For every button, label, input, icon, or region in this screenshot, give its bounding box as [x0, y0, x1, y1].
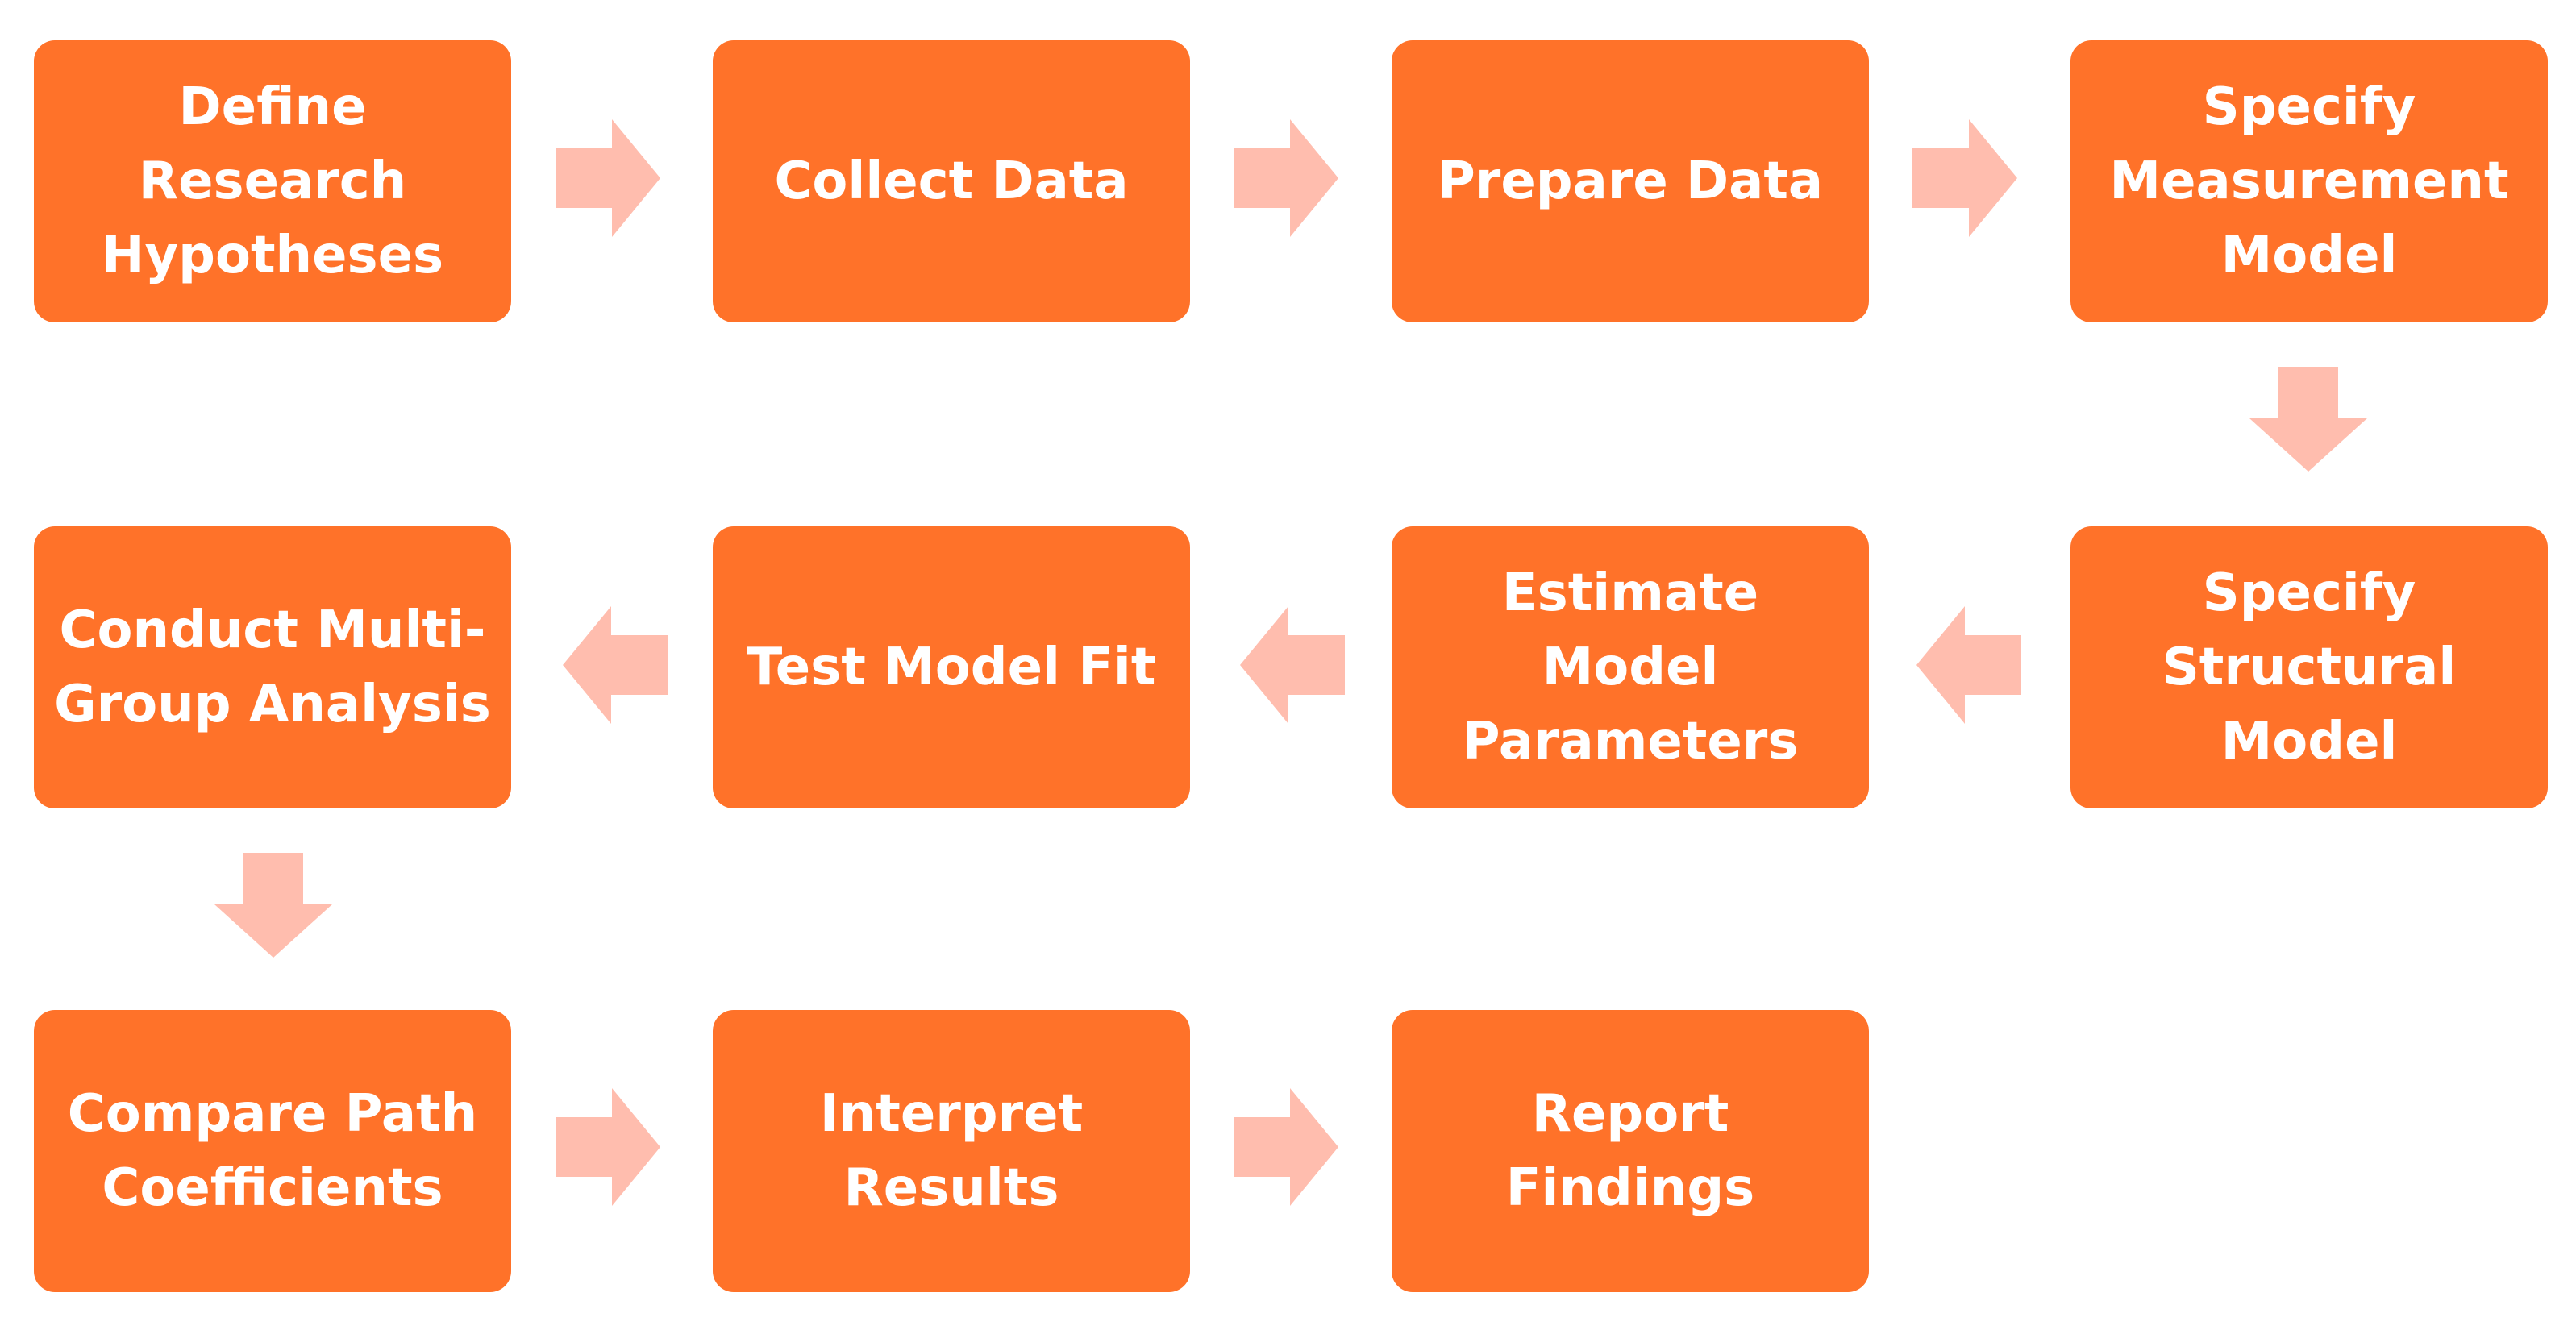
step-conduct-multi-group-analysis: Conduct Multi- Group Analysis — [34, 526, 511, 808]
step-prepare-data: Prepare Data — [1392, 40, 1869, 322]
arrow-multigroup-to-compare-icon — [214, 853, 332, 958]
step-test-model-fit: Test Model Fit — [713, 526, 1190, 808]
arrow-shape — [556, 119, 660, 237]
arrow-structural-to-estimate-icon — [1916, 606, 2021, 724]
step-collect-data: Collect Data — [713, 40, 1190, 322]
arrow-fit-to-multigroup-icon — [563, 606, 668, 724]
step-estimate-model-parameters: Estimate Model Parameters — [1392, 526, 1869, 808]
arrow-shape — [1912, 119, 2017, 237]
arrow-prepare-to-measurement-icon — [1912, 119, 2017, 237]
arrow-shape — [1916, 606, 2021, 724]
arrow-shape — [556, 1088, 660, 1206]
step-specify-measurement-model: Specify Measurement Model — [2070, 40, 2548, 322]
arrow-measurement-to-structural-icon — [2249, 367, 2367, 472]
step-interpret-results: Interpret Results — [713, 1010, 1190, 1292]
arrow-define-to-collect-icon — [556, 119, 660, 237]
arrow-compare-to-interpret-icon — [556, 1088, 660, 1206]
step-specify-structural-model: Specify Structural Model — [2070, 526, 2548, 808]
arrow-shape — [1234, 1088, 1338, 1206]
arrow-shape — [214, 853, 332, 958]
step-report-findings: Report Findings — [1392, 1010, 1869, 1292]
arrow-shape — [2249, 367, 2367, 472]
arrow-collect-to-prepare-icon — [1234, 119, 1338, 237]
arrow-shape — [1234, 119, 1338, 237]
arrow-estimate-to-fit-icon — [1240, 606, 1345, 724]
step-compare-path-coefficients: Compare Path Coefficients — [34, 1010, 511, 1292]
arrow-shape — [563, 606, 668, 724]
step-define-research-hypotheses: Define Research Hypotheses — [34, 40, 511, 322]
arrow-shape — [1240, 606, 1345, 724]
arrow-interpret-to-report-icon — [1234, 1088, 1338, 1206]
